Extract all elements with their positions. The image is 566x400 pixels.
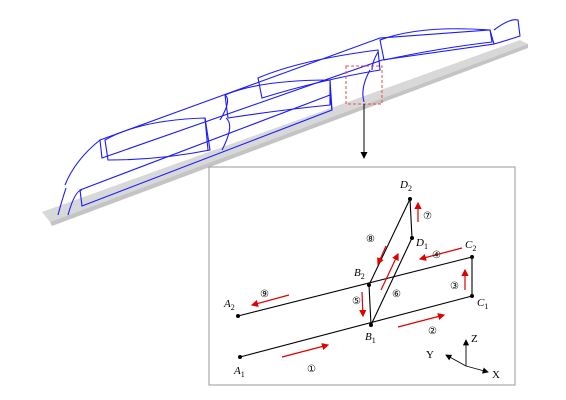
- connector-3: [362, 51, 379, 103]
- label-B1: B1: [365, 331, 376, 345]
- point-A2-dot: [236, 314, 240, 318]
- panel-3: [257, 49, 381, 99]
- step-8-label: ⑧: [366, 234, 375, 245]
- connector-1: [64, 139, 101, 216]
- edge-B2-D2: [368, 198, 411, 286]
- point-B2-dot: [367, 283, 371, 287]
- connector-2: [219, 94, 231, 151]
- step-2-label: ②: [428, 326, 437, 337]
- base-plate: [42, 40, 528, 222]
- arrow-step-6: [380, 252, 399, 291]
- arrow-step-8: [377, 245, 387, 266]
- axis-z-label: Z: [471, 333, 478, 345]
- edge-B1-D1: [370, 237, 413, 326]
- detail-view: ① ② ③ ④ ⑤ ⑥ ⑦ ⑧ ⑨ A1 A2 B1 B2 C1 C2 D1 D…: [208, 166, 516, 386]
- axis-y: [445, 354, 467, 367]
- axis-y-label: Y: [426, 349, 434, 361]
- label-A1: A1: [233, 365, 245, 379]
- point-D1-dot: [410, 236, 414, 240]
- panel-1: [104, 117, 211, 161]
- connector-4: [493, 19, 521, 45]
- point-C2-dot: [470, 255, 474, 259]
- label-C1: C1: [477, 297, 488, 311]
- base-plate-shadow: [50, 44, 528, 226]
- edge-A1-B1-C1: [239, 295, 473, 358]
- edge-B1-B2: [368, 284, 372, 326]
- vertical-edge-b: [329, 79, 333, 111]
- step-6-label: ⑥: [392, 289, 401, 300]
- edge-D1-D2: [409, 198, 413, 239]
- detail-frame: [208, 166, 516, 386]
- step-4-label: ④: [432, 250, 441, 261]
- edge-A2-B2-C2: [237, 256, 473, 317]
- arrow-step-9: [250, 294, 290, 307]
- step-3-label: ③: [450, 281, 459, 292]
- vertical-edge-a: [204, 117, 209, 151]
- panel-4: [379, 28, 493, 61]
- label-D2: D2: [399, 179, 412, 193]
- panel-2: [224, 79, 331, 119]
- label-A2: A2: [223, 298, 235, 312]
- arrow-step-5: [359, 291, 367, 318]
- axis-x-label: X: [492, 369, 500, 381]
- label-C2: C2: [465, 239, 476, 253]
- point-D2-dot: [408, 197, 412, 201]
- axis-x: [465, 365, 489, 374]
- arrow-step-1: [281, 343, 330, 358]
- overall-structure: [42, 19, 528, 226]
- label-D1: D1: [415, 237, 428, 251]
- step-5-label: ⑤: [352, 296, 361, 307]
- arrow-step-2: [397, 313, 446, 328]
- tail-left: [57, 187, 67, 216]
- point-A1-dot: [238, 355, 242, 359]
- point-C1-dot: [470, 294, 474, 298]
- step-1-label: ①: [307, 364, 316, 375]
- upper-beam: [99, 29, 495, 159]
- label-B2: B2: [354, 267, 365, 281]
- step-7-label: ⑦: [423, 211, 432, 222]
- point-B1-dot: [369, 323, 373, 327]
- arrow-step-4: [418, 247, 463, 261]
- step-9-label: ⑨: [260, 289, 269, 300]
